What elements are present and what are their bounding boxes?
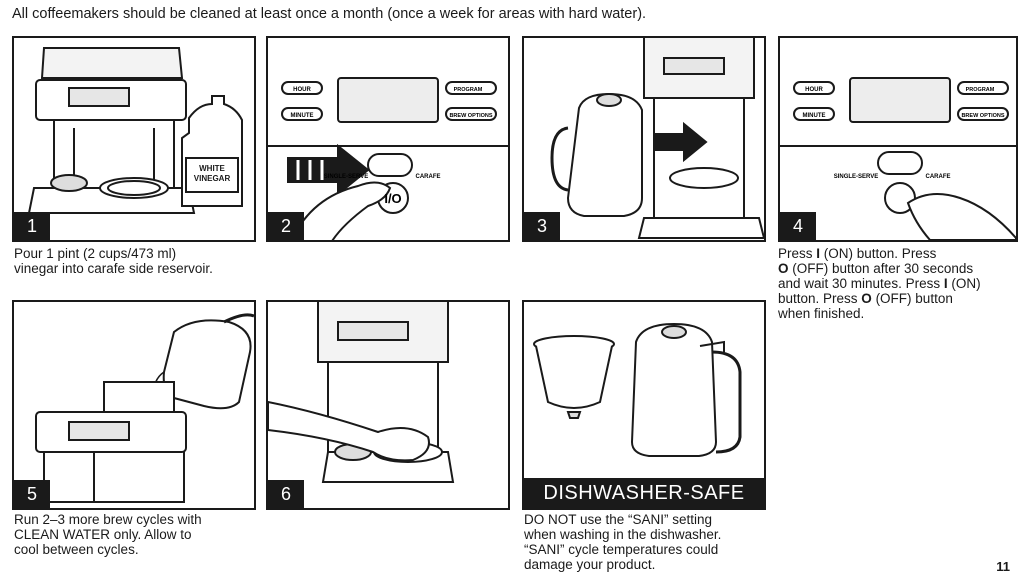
caption-line: and wait 30 minutes. Press I (ON) xyxy=(778,276,981,291)
caption-line: damage your product. xyxy=(524,557,656,572)
single-serve-label: SINGLE-SERVE xyxy=(834,174,879,180)
program-label: PROGRAM xyxy=(966,87,995,93)
bottle-label-line-2: VINEGAR xyxy=(193,174,231,183)
cleaning-base-illustration xyxy=(268,302,455,483)
dishwasher-safe-banner: DISHWASHER-SAFE xyxy=(524,478,764,508)
step-number: 4 xyxy=(780,212,816,240)
power-button-label: I/O xyxy=(384,191,401,206)
single-serve-label: SINGLE-SERVE xyxy=(324,174,369,180)
pour-water-illustration xyxy=(35,313,254,503)
caption-line: button. Press O (OFF) button xyxy=(778,291,953,306)
caption-line: O (OFF) button after 30 seconds xyxy=(778,261,974,276)
vinegar-bottle-label: WHITE VINEGAR xyxy=(186,164,238,184)
page-number: 11 xyxy=(996,559,1010,574)
program-label: PROGRAM xyxy=(454,87,483,93)
caption-line: when washing in the dishwasher. xyxy=(524,527,722,542)
brew-options-label: BREW OPTIONS xyxy=(449,113,492,119)
step-number: 1 xyxy=(14,212,50,240)
step-number: 6 xyxy=(268,480,304,508)
bottle-label-line-1: WHITE xyxy=(199,164,225,173)
caption-line: when finished. xyxy=(778,306,865,321)
minute-label: MINUTE xyxy=(803,113,826,119)
carafe-placement-illustration xyxy=(550,38,764,239)
intro-text: All coffeemakers should be cleaned at le… xyxy=(12,6,647,22)
step-number: 3 xyxy=(524,212,560,240)
minute-label: MINUTE xyxy=(291,113,314,119)
step-2-panel: HOUR MINUTE PROGRAM BREW OPTIONS SINGLE-… xyxy=(266,36,510,242)
caption-line: CLEAN WATER only. Allow to xyxy=(14,527,192,542)
basket-and-carafe-illustration xyxy=(533,322,742,457)
caption-line: Press I (ON) button. Press xyxy=(778,246,937,261)
caption-line: Pour 1 pint (2 cups/473 ml) xyxy=(14,246,177,261)
step-1-panel: WHITE VINEGAR 1 xyxy=(12,36,256,242)
step-4-panel: HOUR MINUTE PROGRAM BREW OPTIONS SINGLE-… xyxy=(778,36,1018,242)
caption-line: DO NOT use the “SANI” setting xyxy=(524,512,713,527)
step-3-panel: 3 xyxy=(522,36,766,242)
brew-options-label: BREW OPTIONS xyxy=(961,113,1004,119)
coffeemaker-with-vinegar-illustration xyxy=(27,47,243,214)
step-5-caption: Run 2–3 more brew cycles with CLEAN WATE… xyxy=(14,512,202,557)
hour-label: HOUR xyxy=(805,87,823,93)
step-5-panel: 5 xyxy=(12,300,256,510)
step-number: 2 xyxy=(268,212,304,240)
caption-line: cool between cycles. xyxy=(14,542,139,557)
dishwasher-panel: DISHWASHER-SAFE xyxy=(522,300,766,510)
step-6-panel: 6 xyxy=(266,300,510,510)
caption-line: vinegar into carafe side reservoir. xyxy=(14,261,213,276)
hour-label: HOUR xyxy=(293,87,311,93)
control-panel-press-illustration: HOUR MINUTE PROGRAM BREW OPTIONS SINGLE-… xyxy=(268,77,508,240)
carafe-label: CARAFE xyxy=(416,174,441,180)
caption-line: “SANI” cycle temperatures could xyxy=(524,542,719,557)
step-number: 5 xyxy=(14,480,50,508)
carafe-label: CARAFE xyxy=(926,174,951,180)
step-1-caption: Pour 1 pint (2 cups/473 ml) vinegar into… xyxy=(14,246,213,276)
step-4-caption: Press I (ON) button. Press O (OFF) butto… xyxy=(778,246,981,321)
power-button-press-illustration: HOUR MINUTE PROGRAM BREW OPTIONS SINGLE-… xyxy=(780,77,1016,240)
dishwasher-caption: DO NOT use the “SANI” setting when washi… xyxy=(524,512,721,572)
caption-line: Run 2–3 more brew cycles with xyxy=(14,512,202,527)
